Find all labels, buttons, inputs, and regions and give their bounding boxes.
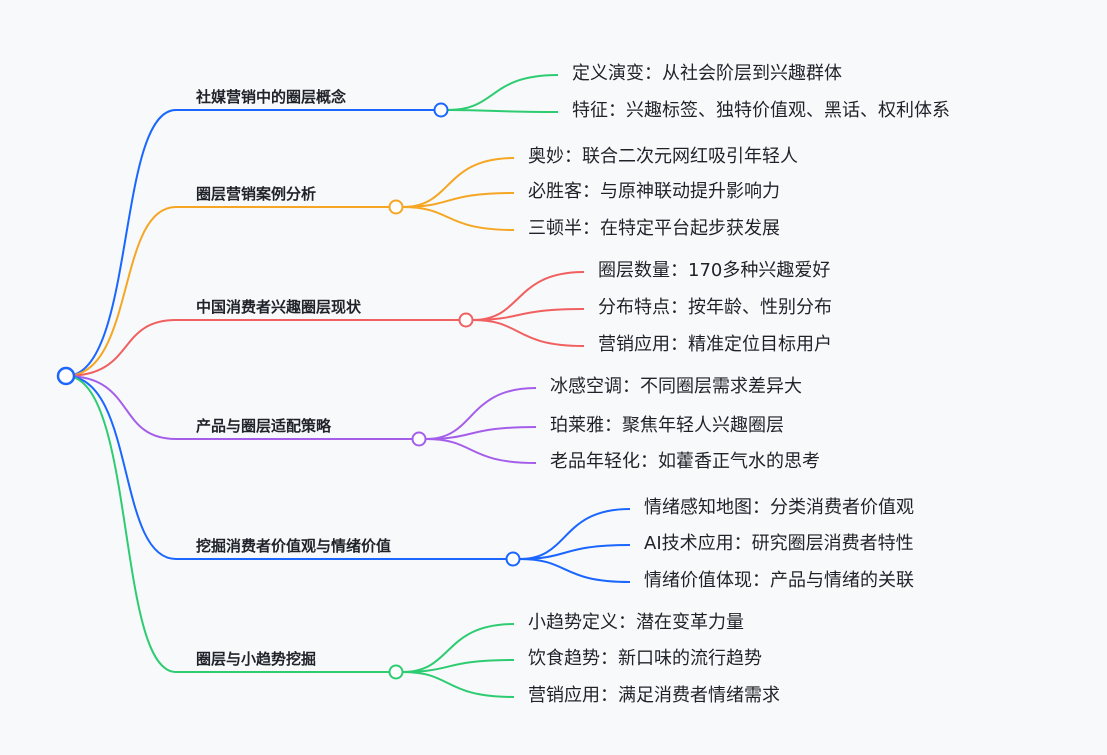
branch-connector (65, 375, 412, 440)
branch-label[interactable]: 中国消费者兴趣圈层现状 (196, 298, 362, 316)
branch-label[interactable]: 产品与圈层适配策略 (196, 417, 332, 435)
leaf-label[interactable]: 老品年轻化：如藿香正气水的思考 (550, 451, 820, 472)
leaf-label[interactable]: 营销应用：精准定位目标用户 (598, 334, 832, 355)
leaf-connector (472, 308, 585, 321)
leaf-label[interactable]: 珀莱雅：聚焦年轻人兴趣圈层 (550, 415, 784, 436)
leaf-connector (425, 387, 537, 440)
branch-label[interactable]: 圈层与小趋势挖掘 (196, 650, 317, 668)
leaf-connector (425, 426, 537, 440)
leaf-connector (402, 623, 515, 673)
branch-node-circle[interactable] (433, 102, 449, 118)
branch-connector (65, 375, 389, 673)
leaf-connector (447, 109, 559, 113)
node-circles (56, 102, 521, 680)
leaf-connector (402, 671, 515, 698)
leaf-connector (425, 438, 537, 464)
leaf-label[interactable]: 冰感空调：不同圈层需求差异大 (550, 376, 802, 397)
leaf-label[interactable]: 圈层数量：170多种兴趣爱好 (598, 260, 831, 281)
branch-connector (65, 206, 389, 377)
leaf-connector (519, 558, 631, 583)
branch-node-circle[interactable] (458, 312, 474, 328)
leaf-connector (447, 74, 559, 111)
leaf-label[interactable]: 特征：兴趣标签、独特价值观、黑话、权利体系 (572, 100, 950, 121)
leaf-label[interactable]: 情绪价值体现：产品与情绪的关联 (644, 570, 914, 591)
leaf-label[interactable]: 情绪感知地图：分类消费者价值观 (644, 497, 914, 518)
leaf-connector (519, 508, 631, 560)
leaf-connector (402, 659, 515, 673)
branch-label[interactable]: 挖掘消费者价值观与情绪价值 (196, 537, 392, 555)
leaf-label[interactable]: AI技术应用：研究圈层消费者特性 (644, 533, 914, 554)
leaf-connector (402, 192, 515, 208)
leaf-label[interactable]: 定义演变：从社会阶层到兴趣群体 (572, 63, 842, 84)
branch-node-circle[interactable] (505, 551, 521, 567)
leaf-label[interactable]: 营销应用：满足消费者情绪需求 (528, 685, 780, 706)
branch-node-circle[interactable] (388, 199, 404, 215)
branch-connector (65, 109, 434, 377)
leaf-label[interactable]: 分布特点：按年龄、性别分布 (598, 297, 832, 318)
leaf-connector (402, 157, 515, 208)
root-node-circle[interactable] (56, 366, 76, 386)
branch-node-circle[interactable] (411, 431, 427, 447)
leaf-connector (402, 206, 515, 231)
leaf-label[interactable]: 必胜客：与原神联动提升影响力 (528, 181, 780, 202)
connector-lines (65, 74, 631, 698)
branch-connector (65, 375, 506, 560)
leaf-label[interactable]: 奥妙：联合二次元网红吸引年轻人 (528, 146, 798, 167)
leaf-connector (472, 271, 585, 321)
leaf-label[interactable]: 小趋势定义：潜在变革力量 (528, 612, 744, 633)
branch-label[interactable]: 社媒营销中的圈层概念 (196, 88, 347, 106)
leaf-connector (472, 319, 585, 347)
branch-label[interactable]: 圈层营销案例分析 (196, 185, 317, 203)
branch-node-circle[interactable] (388, 664, 404, 680)
leaf-label[interactable]: 饮食趋势：新口味的流行趋势 (528, 648, 762, 669)
leaf-label[interactable]: 三顿半：在特定平台起步获发展 (528, 218, 780, 239)
leaf-connector (519, 544, 631, 560)
branch-connector (65, 319, 459, 377)
